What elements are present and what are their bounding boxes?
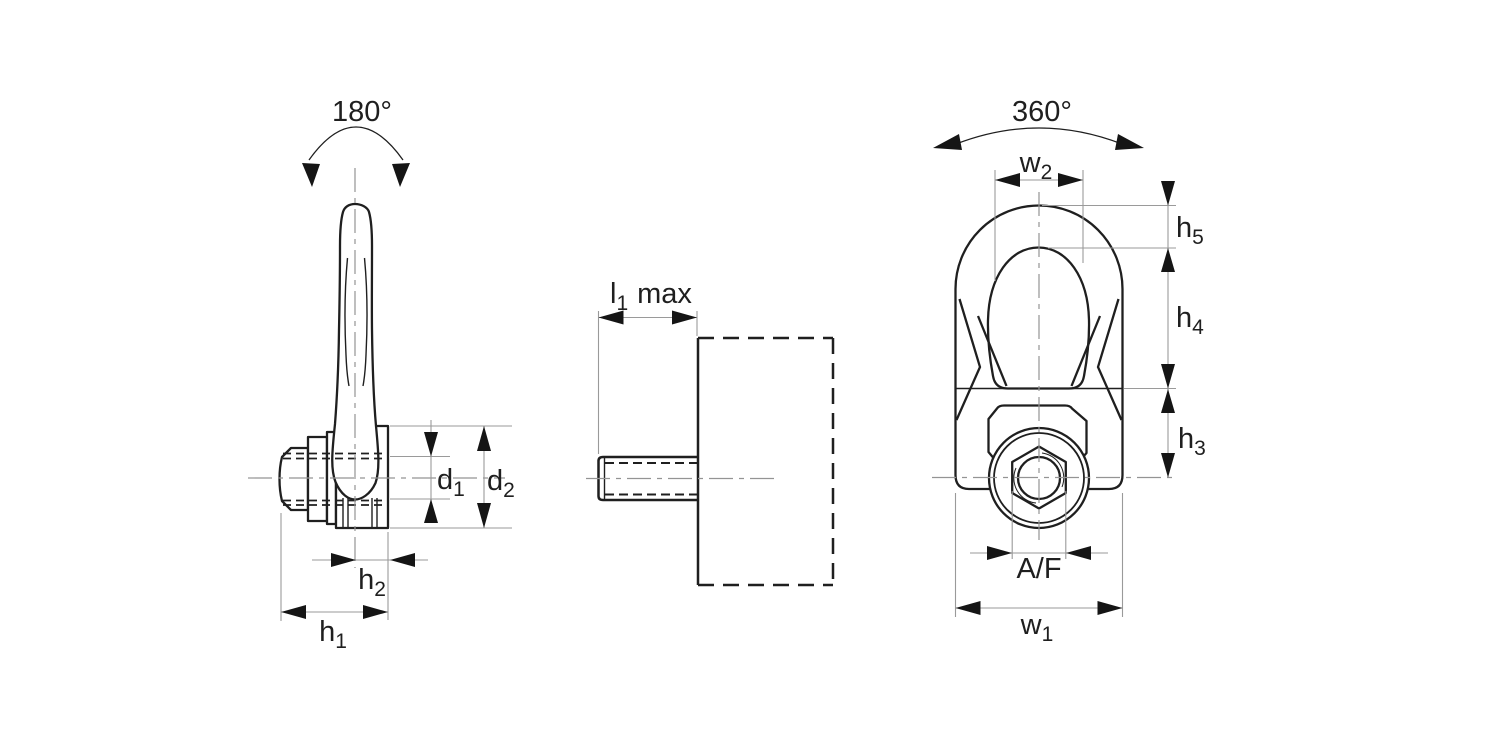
side-notch-right: [1096, 298, 1123, 421]
washer-side: [306, 435, 329, 523]
ring-inner-contour-left: [344, 257, 350, 387]
dimension-d2: d2: [390, 425, 515, 529]
rotation-360-annotation: 360°: [933, 96, 1144, 150]
h3-label: h3: [1178, 423, 1206, 460]
hex-chamfer-arc-upper: [1041, 452, 1065, 488]
transition-edge-right: [1070, 315, 1102, 387]
rotation-360-arrow-right: [1115, 134, 1144, 150]
rotation-360-label: 360°: [1012, 96, 1072, 128]
rotation-180-arrow-right: [392, 163, 410, 187]
rotation-180-annotation: 180°: [302, 96, 410, 187]
thread-lines: [605, 462, 697, 496]
dimension-h5-h4-h3: h5 h4 h3: [1042, 181, 1206, 478]
h1-label: h1: [319, 616, 347, 653]
w1-label: w1: [1020, 609, 1054, 646]
rotation-360-arc: [955, 127, 1123, 145]
dimension-h1: h1: [280, 513, 388, 653]
dimension-h2: h2: [312, 532, 428, 620]
retainer-grooves: [342, 498, 378, 527]
rotation-180-label: 180°: [332, 96, 392, 128]
d2-label: d2: [487, 465, 515, 502]
d1-label: d1: [437, 464, 465, 501]
af-label: A/F: [1016, 553, 1061, 585]
transition-edge-left: [976, 315, 1008, 387]
dimension-d1: d1: [390, 420, 465, 523]
ring-inner-contour-right: [362, 257, 368, 387]
mounting-plate: [696, 336, 835, 587]
side-notch-left: [955, 298, 982, 421]
dimension-w1: w1: [954, 493, 1124, 646]
front-view: 360° w2: [932, 96, 1206, 646]
side-view: 180° d1: [248, 96, 515, 653]
rotation-180-arrow-left: [302, 163, 320, 187]
rotation-360-arrow-left: [933, 134, 962, 150]
w2-label: w2: [1019, 147, 1053, 184]
h2-label: h2: [358, 564, 386, 601]
hidden-bore-lines: [283, 452, 387, 506]
hex-chamfer-arc-lower: [1013, 467, 1037, 504]
h5-label: h5: [1176, 212, 1204, 249]
h4-label: h4: [1176, 302, 1204, 339]
dimension-af: A/F: [970, 491, 1108, 585]
rotation-180-arc: [308, 126, 404, 161]
screw-head-side: [278, 446, 310, 512]
